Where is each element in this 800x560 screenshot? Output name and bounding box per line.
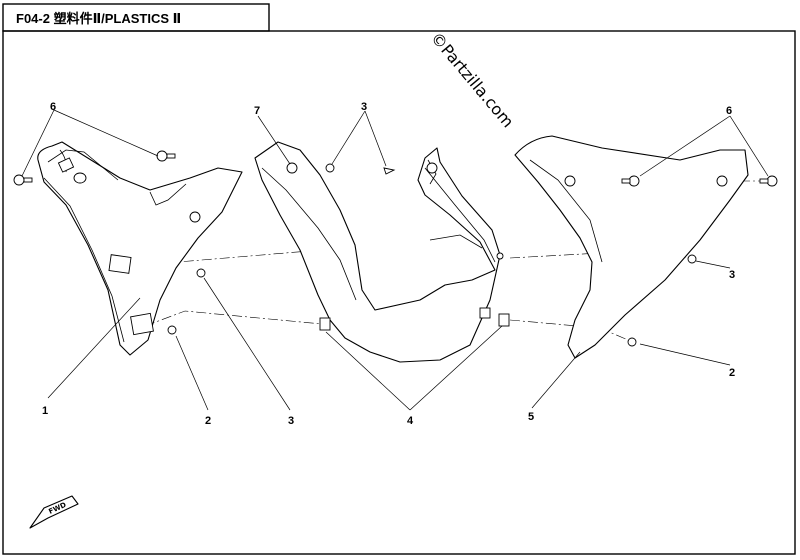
part-1-left-side-cover bbox=[37, 141, 243, 356]
callout-5: 5 bbox=[528, 411, 534, 423]
watermark: ©Partzilla.com bbox=[427, 28, 518, 131]
diagram-title: F04-2 塑料件Ⅱ/PLASTICS Ⅱ bbox=[16, 11, 181, 26]
diagram-border bbox=[2, 30, 796, 555]
callout-3-right: 3 bbox=[729, 269, 735, 281]
hardware-nuts-part-4 bbox=[319, 313, 510, 331]
callout-3-top: 3 bbox=[361, 101, 367, 113]
callout-2-left: 2 bbox=[205, 415, 211, 427]
callout-3-lower: 3 bbox=[288, 415, 294, 427]
hardware-screws-part-3 bbox=[196, 163, 697, 278]
callout-7: 7 bbox=[254, 105, 260, 117]
title-box bbox=[2, 3, 270, 32]
part-5-right-side-cover bbox=[514, 135, 749, 359]
callout-leaders bbox=[21, 109, 769, 411]
callout-2-right: 2 bbox=[729, 367, 735, 379]
callout-1: 1 bbox=[42, 405, 48, 417]
callout-6-right: 6 bbox=[726, 105, 732, 117]
hardware-bolts-part-6 bbox=[13, 150, 778, 187]
part-7-center-upper-cover bbox=[254, 141, 501, 363]
callout-6-left: 6 bbox=[50, 101, 56, 113]
hardware-screws-part-2 bbox=[167, 307, 637, 347]
forward-direction-arrow: FWD bbox=[29, 495, 79, 529]
callout-4: 4 bbox=[407, 415, 414, 427]
